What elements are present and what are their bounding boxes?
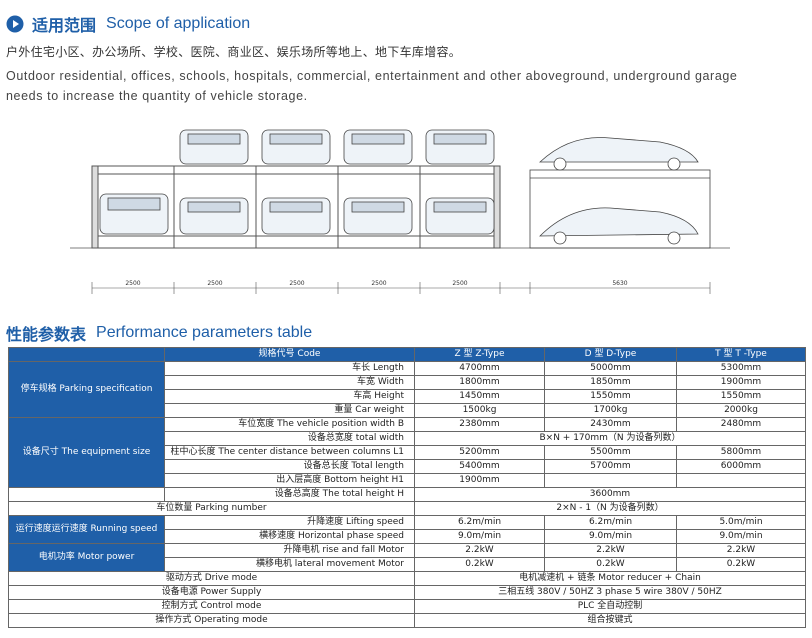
scope-heading: 适用范围 Scope of application: [6, 12, 250, 36]
header-d: D 型 D-Type: [544, 347, 677, 362]
performance-title-en: Performance parameters table: [96, 324, 313, 341]
table-row: 设备总高度 The total height H 3600mm: [8, 487, 806, 502]
scope-desc-en: Outdoor residential, offices, schools, h…: [6, 69, 738, 103]
lower-cars: [99, 193, 495, 235]
table-row: 横移速度 Horizontal phase speed 9.0m/min 9.0…: [9, 529, 806, 544]
table-row: 车位数量 Parking number 2×N - 1（N 为设备列数）: [8, 501, 806, 516]
dim-label: 2500: [207, 280, 222, 287]
group-power: 电机功率 Motor power: [8, 543, 165, 572]
group-parking: 停车规格 Parking specification: [8, 361, 165, 418]
dim-label: 2500: [452, 280, 467, 287]
play-circle-icon: [6, 15, 24, 33]
dim-label: 5630: [612, 280, 627, 287]
performance-title-cn: 性能参数表: [6, 325, 87, 344]
scope-title-en: Scope of application: [106, 15, 251, 32]
side-view: [529, 137, 711, 249]
dim-label: 2500: [371, 280, 386, 287]
header-t: T 型 T -Type: [676, 347, 806, 362]
table-row: 设备总长度 Total length 5400mm 5700mm 6000mm: [9, 459, 806, 474]
table-row: 操作方式 Operating mode 组合按键式: [8, 613, 806, 628]
dim-label: 2500: [125, 280, 140, 287]
upper-cars: [179, 129, 495, 165]
table-row: 停车规格 Parking specification 车长 Length 470…: [8, 361, 806, 418]
table-header-row: 规格代号 Code Z 型 Z-Type D 型 D-Type T 型 T -T…: [8, 347, 806, 362]
table-row: 驱动方式 Drive mode 电机减速机 + 链条 Motor reducer…: [8, 571, 806, 586]
performance-table: 规格代号 Code Z 型 Z-Type D 型 D-Type T 型 T -T…: [8, 347, 806, 628]
group-speed: 运行速度运行速度 Running speed: [8, 515, 165, 544]
table-row: 横移电机 lateral movement Motor 0.2kW 0.2kW …: [9, 557, 806, 572]
group-equipment: 设备尺寸 The equipment size: [8, 417, 165, 488]
scope-title-cn: 适用范围: [32, 16, 97, 35]
table-row: 设备电源 Power Supply 三相五线 380V / 50HZ 3 pha…: [8, 585, 806, 600]
table-row: 设备尺寸 The equipment size 车位宽度 The vehicle…: [8, 417, 806, 488]
table-row: 控制方式 Control mode PLC 全自动控制: [8, 599, 806, 614]
parking-system-drawing: 2500 2500 2500 2500 2500 5630: [70, 129, 730, 294]
table-row: 运行速度运行速度 Running speed 升降速度 Lifting spee…: [8, 515, 806, 544]
dim-label: 2500: [289, 280, 304, 287]
table-row: 柱中心长度 The center distance between column…: [9, 445, 806, 460]
performance-heading: 性能参数表 Performance parameters table: [6, 321, 312, 345]
header-code: 规格代号 Code: [164, 347, 415, 362]
header-z: Z 型 Z-Type: [414, 347, 545, 362]
scope-desc-cn: 户外住宅小区、办公场所、学校、医院、商业区、娱乐场所等地上、地下车库增容。: [6, 45, 462, 59]
table-row: 电机功率 Motor power 升降电机 rise and fall Moto…: [8, 543, 806, 572]
